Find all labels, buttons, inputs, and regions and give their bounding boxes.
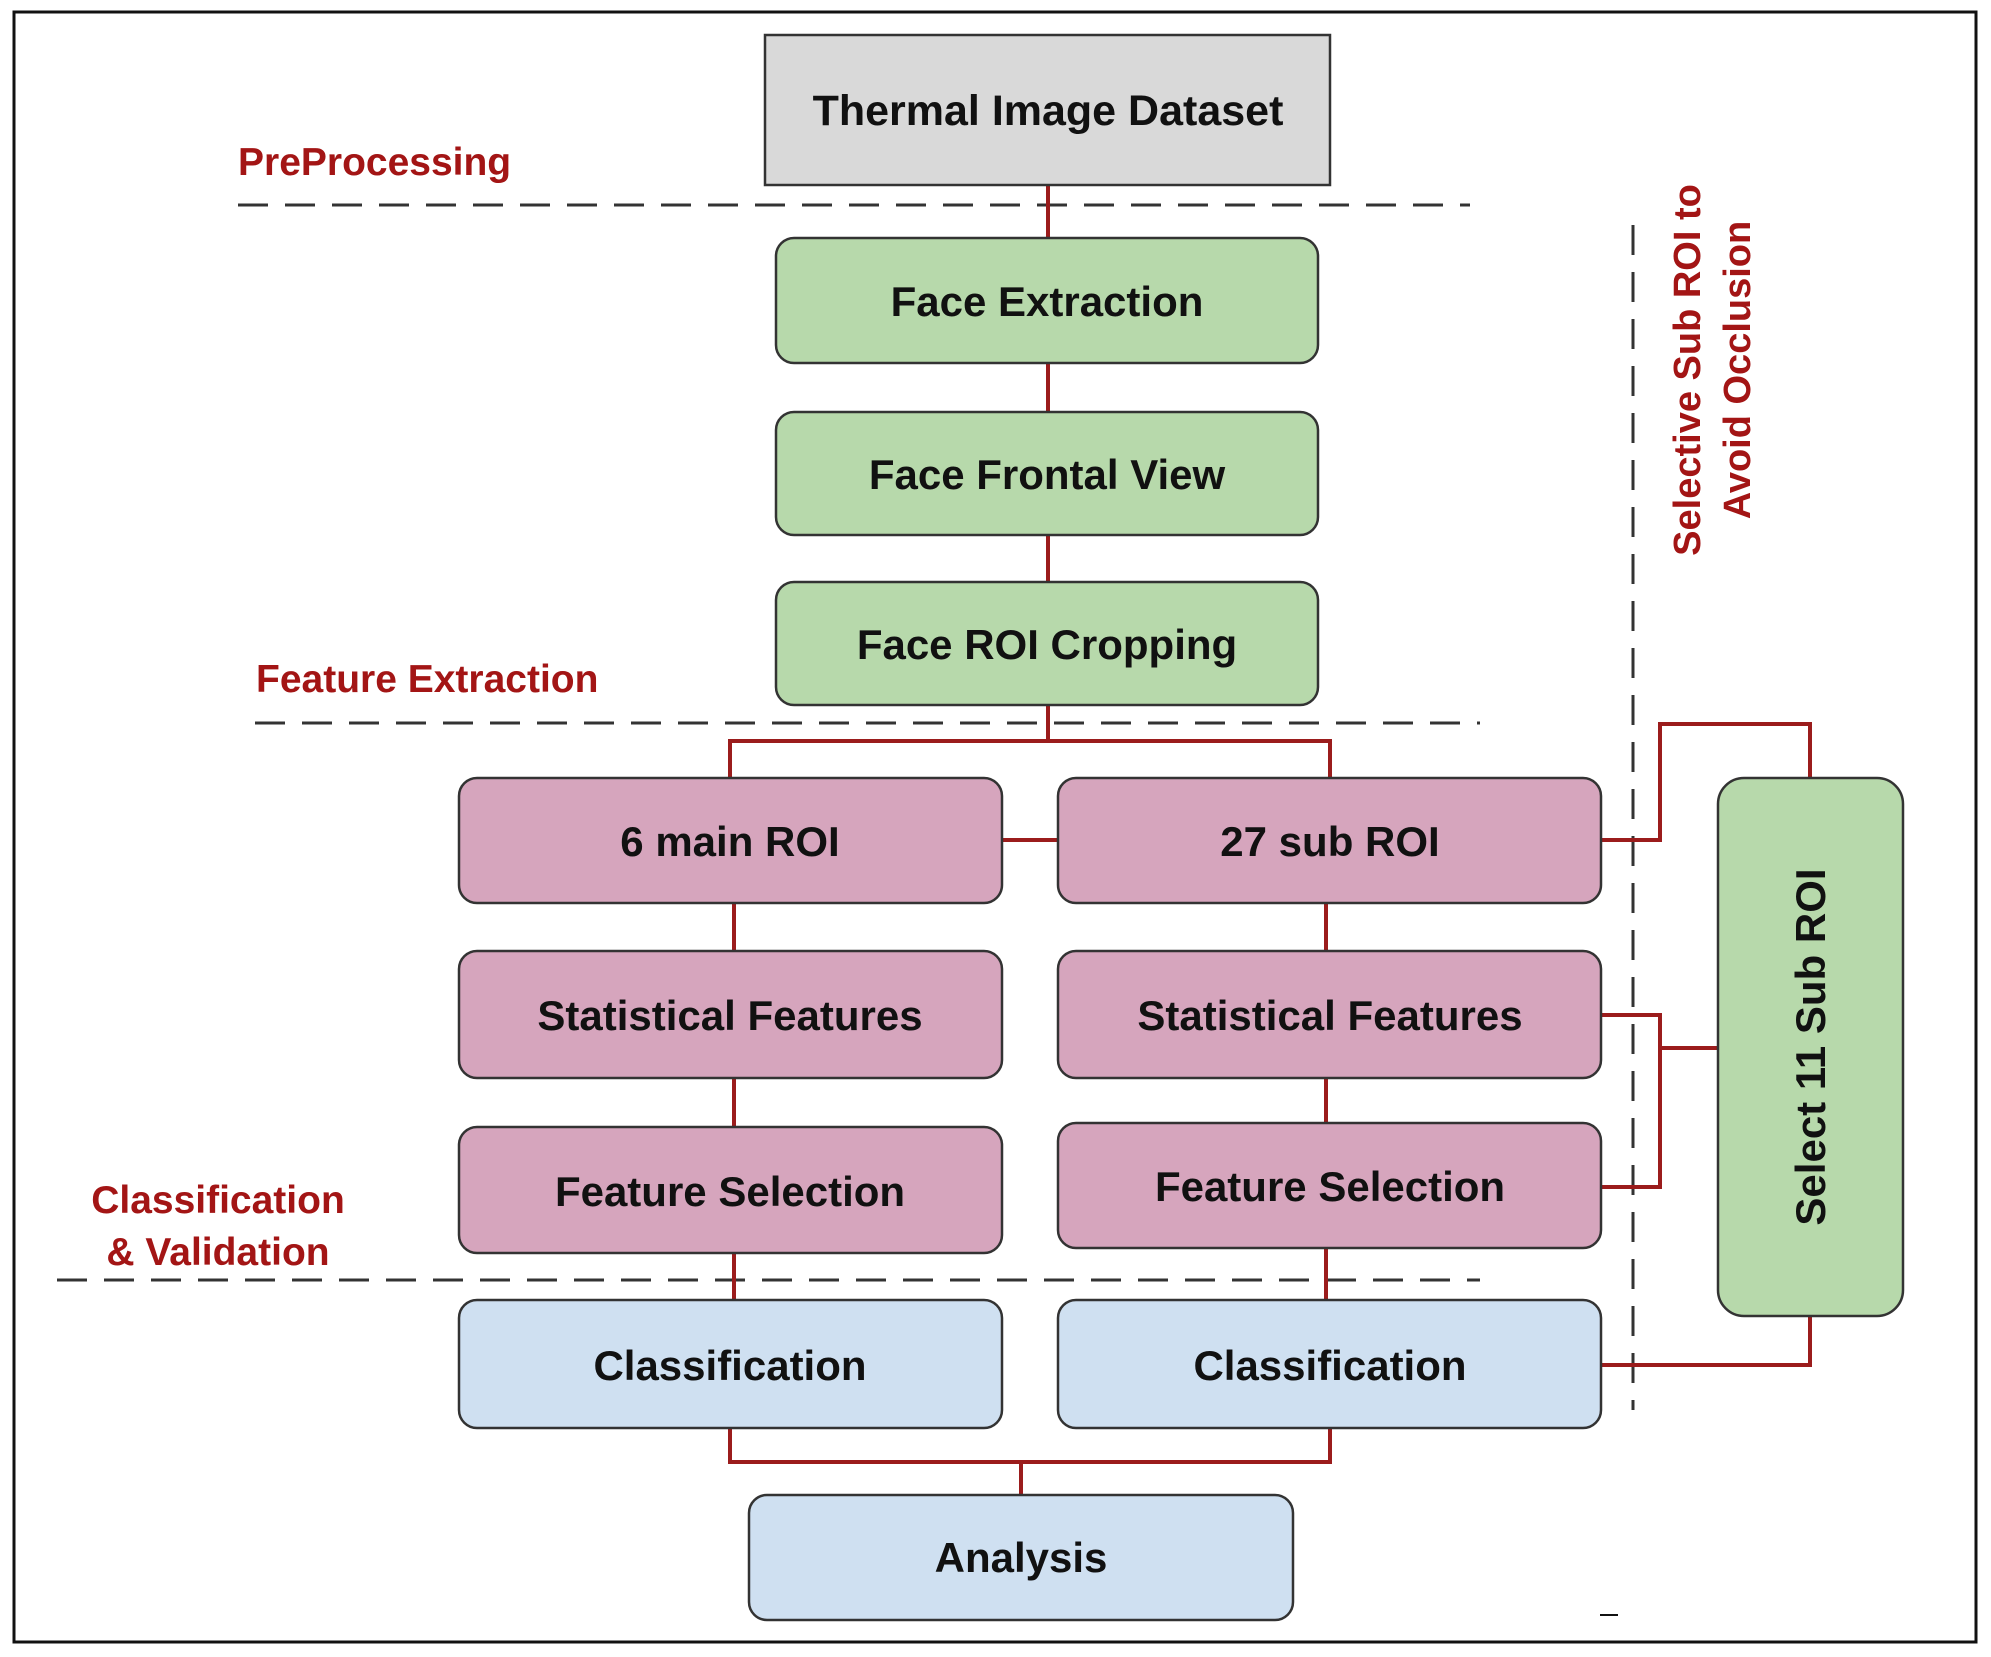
side-note-selective-sub-roi: Selective Sub ROI to Avoid Occlusion bbox=[1667, 184, 1759, 556]
node-face-roi-cropping: Face ROI Cropping bbox=[774, 580, 1320, 707]
statistical-features-left-label: Statistical Features bbox=[537, 992, 922, 1039]
feature-selection-right-label: Feature Selection bbox=[1155, 1163, 1505, 1210]
thermal-image-dataset-label: Thermal Image Dataset bbox=[813, 87, 1284, 135]
stage-label-feature-extraction: Feature Extraction bbox=[256, 658, 598, 701]
node-thermal-image-dataset: Thermal Image Dataset bbox=[763, 33, 1332, 187]
connector-split-right bbox=[1048, 739, 1332, 778]
main-roi-label: 6 main ROI bbox=[620, 818, 839, 865]
side-note-line1: Selective Sub ROI to bbox=[1667, 184, 1709, 556]
feature-selection-left-label: Feature Selection bbox=[555, 1168, 905, 1215]
node-6-main-roi: 6 main ROI bbox=[457, 776, 1004, 905]
face-roi-cropping-label: Face ROI Cropping bbox=[857, 621, 1237, 668]
connector-sub-roi-to-select bbox=[1601, 722, 1812, 842]
side-note-line2: Avoid Occlusion bbox=[1717, 221, 1759, 519]
statistical-features-right-label: Statistical Features bbox=[1137, 992, 1522, 1039]
node-analysis: Analysis bbox=[747, 1493, 1295, 1622]
sub-roi-label: 27 sub ROI bbox=[1220, 818, 1439, 865]
node-select-11-sub-roi: Select 11 Sub ROI bbox=[1716, 776, 1905, 1318]
stage-separators bbox=[57, 203, 1635, 1410]
connector-classifications-to-analysis bbox=[728, 1428, 1332, 1464]
node-face-frontal-view: Face Frontal View bbox=[774, 410, 1320, 537]
node-classification-right: Classification bbox=[1056, 1298, 1603, 1430]
node-feature-selection-left: Feature Selection bbox=[457, 1125, 1004, 1255]
connectors bbox=[728, 186, 1812, 1495]
select-sub-roi-label: Select 11 Sub ROI bbox=[1787, 868, 1834, 1225]
analysis-label: Analysis bbox=[935, 1534, 1108, 1581]
node-27-sub-roi: 27 sub ROI bbox=[1056, 776, 1603, 905]
stage-label-preprocessing: PreProcessing bbox=[238, 141, 511, 184]
node-classification-left: Classification bbox=[457, 1298, 1004, 1430]
classification-left-label: Classification bbox=[593, 1342, 866, 1389]
stage-label-validation: & Validation bbox=[106, 1231, 329, 1274]
face-extraction-label: Face Extraction bbox=[891, 278, 1204, 325]
stage-label-classification: Classification bbox=[91, 1179, 345, 1222]
node-statistical-features-left: Statistical Features bbox=[457, 949, 1004, 1080]
node-face-extraction: Face Extraction bbox=[774, 236, 1320, 365]
node-feature-selection-right: Feature Selection bbox=[1056, 1121, 1603, 1250]
diagram-frame bbox=[12, 10, 1978, 1644]
connector-stat-feature-bracket bbox=[1601, 1013, 1662, 1189]
face-frontal-view-label: Face Frontal View bbox=[869, 451, 1226, 498]
classification-right-label: Classification bbox=[1193, 1342, 1466, 1389]
node-statistical-features-right: Statistical Features bbox=[1056, 949, 1603, 1080]
connector-select-to-classification bbox=[1601, 1316, 1812, 1367]
connector-split-left bbox=[728, 739, 1048, 778]
